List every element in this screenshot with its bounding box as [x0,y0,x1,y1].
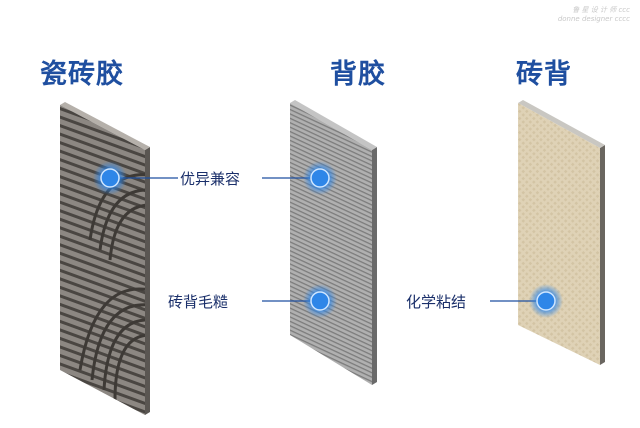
watermark: 鲁 星 设 计 师 ccc donne designer cccc [558,6,630,24]
label-rough-back: 砖背毛糙 [168,293,229,311]
watermark-line2: donne designer cccc [557,15,630,23]
label-chemical-bond: 化学粘结 [406,293,467,311]
title-back-glue: 背胶 [330,59,386,90]
panel-tile-adhesive [60,102,150,415]
title-tile-back: 砖背 [516,59,572,90]
marker-rough-back [303,284,337,318]
watermark-line1: 鲁 星 设 计 师 ccc [572,6,630,14]
marker-compatibility-left [93,161,127,195]
marker-chemical-bond [529,284,563,318]
panel-tile-back [518,100,605,365]
panel-back-glue [290,100,377,385]
marker-compatibility-right [303,161,337,195]
title-tile-adhesive: 瓷砖胶 [40,59,124,90]
label-compatibility: 优异兼容 [180,170,241,188]
